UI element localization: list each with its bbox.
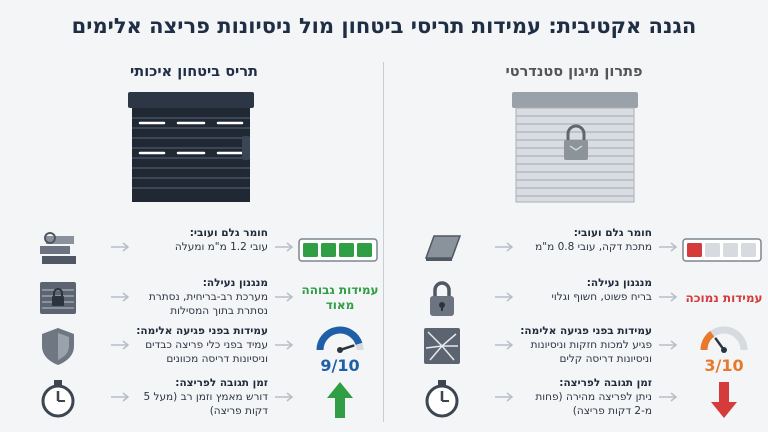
feature-metric: עמידות נמוכה [682,276,766,324]
feature-detail: בריח פשוט, חשוף וגלוי [551,291,652,303]
resistance-rating: עמידות גבוהה מאוד [301,283,379,312]
resistance-gauge [700,326,748,353]
connector-arrow-icon [275,392,294,402]
thickness-segment [303,243,318,257]
connector-arrow-icon [495,392,514,402]
feature-detail: דורש מאמץ וזמן רב (מעל 5 דקות פריצה) [143,391,268,417]
feature-label: מנגנון נעילה: [202,277,268,289]
thickness-segment [741,243,756,257]
resistance-gauge [316,326,364,353]
feature-metric: 9/10 [298,324,382,375]
connector-arrow-icon [659,392,678,402]
arrow-up-icon [327,382,353,418]
connector-arrow-icon [659,242,678,252]
right-feature-row: עמידות בפני פגיעה אלימה: פגיע למכות חזקות… [420,324,766,375]
shield-icon [42,328,74,365]
connector-arrow-icon [495,242,514,252]
page-title: הגנה אקטיבית: עמידות תריסי ביטחון מול ני… [71,14,697,38]
steel-beams-icon [40,232,76,264]
left-feature-row: מנגנון נעילה: מערכת רב-בריחית, נסתרת נסתר… [36,276,382,324]
right-column-heading: פתרון מיגון סטנדרטי [505,64,643,80]
feature-label: זמן תגובה לפריצה: [175,377,268,389]
thickness-segment [687,243,702,257]
feature-detail: פגיע למכות חזקות וניסיונות וניסיונות דרי… [530,339,652,365]
right-feature-row: חומר גלם ועובי: מתכת דקה, עובי 0.8 מ"מ [420,226,766,274]
thickness-meter [682,238,762,262]
feature-label: עמידות בפני פגיעה אלימה: [520,325,652,337]
connector-arrow-icon [111,292,130,302]
feature-text: חומר גלם ועובי: מתכת דקה, עובי 0.8 מ"מ [516,226,652,254]
connector-arrow-icon [495,292,514,302]
thickness-segment [339,243,354,257]
feature-metric [298,376,382,424]
feature-label: חומר גלם ועובי: [573,227,652,239]
feature-metric [298,226,382,274]
connector-arrow-icon [495,340,514,350]
feature-label: חומר גלם ועובי: [189,227,268,239]
feature-metric: 3/10 [682,324,766,375]
connector-arrow-icon [275,340,294,350]
thickness-segment [321,243,336,257]
feature-detail: ניתן לפריצה מהירה (פחות מ-2 דקות פריצה) [535,391,652,417]
feature-text: זמן תגובה לפריצה: דורש מאמץ וזמן רב (מעל … [132,376,268,418]
feature-text: מנגנון נעילה: בריח פשוט, חשוף וגלוי [516,276,652,304]
feature-text: חומר גלם ועובי: עובי 1.2 מ"מ ומעלה [132,226,268,254]
feature-label: זמן תגובה לפריצה: [559,377,652,389]
feature-metric [682,226,766,274]
feature-text: עמידות בפני פגיעה אלימה: פגיע למכות חזקות… [516,324,652,366]
feature-text: מנגנון נעילה: מערכת רב-בריחית, נסתרת נסתר… [132,276,268,318]
connector-arrow-icon [275,292,294,302]
padlock-icon [430,281,454,316]
stopwatch-icon [41,380,75,418]
feature-detail: עמיד בפני כלי פריצה כבדים וניסיונות דריס… [145,339,268,365]
standard-shutter-illustration [512,92,638,203]
resistance-rating: עמידות נמוכה [685,291,763,305]
feature-label: מנגנון נעילה: [586,277,652,289]
feature-metric [682,376,766,424]
right-feature-row: מנגנון נעילה: בריח פשוט, חשוף וגלוי עמידות… [420,276,766,324]
thickness-meter [298,238,378,262]
connector-arrow-icon [659,292,678,302]
feature-text: עמידות בפני פגיעה אלימה: עמיד בפני כלי פר… [132,324,268,366]
arrow-down-icon [711,382,737,418]
right-feature-row: זמן תגובה לפריצה: ניתן לפריצה מהירה (פחות… [420,376,766,424]
left-feature-row: זמן תגובה לפריצה: דורש מאמץ וזמן רב (מעל … [36,376,382,424]
connector-arrow-icon [111,242,130,252]
resistance-score: 3/10 [704,356,744,375]
stopwatch-icon [425,380,459,418]
column-divider [383,62,384,422]
thickness-segment [705,243,720,257]
resistance-score: 9/10 [320,356,360,375]
connector-arrow-icon [111,340,130,350]
thickness-segment [357,243,372,257]
feature-label: עמידות בפני פגיעה אלימה: [136,325,268,337]
connector-arrow-icon [275,242,294,252]
thin-sheet-icon [424,235,462,261]
left-column-heading: תריס ביטחון איכותי [130,64,258,80]
feature-detail: מתכת דקה, עובי 0.8 מ"מ [535,241,652,253]
feature-detail: מערכת רב-בריחית, נסתרת נסתרת בתוך המסילו… [148,291,268,317]
feature-detail: עובי 1.2 מ"מ ומעלה [174,241,268,253]
left-feature-row: עמידות בפני פגיעה אלימה: עמיד בפני כלי פר… [36,324,382,375]
cracked-panel-icon [424,328,460,364]
feature-text: זמן תגובה לפריצה: ניתן לפריצה מהירה (פחות… [516,376,652,418]
connector-arrow-icon [659,340,678,350]
thickness-segment [723,243,738,257]
locked-shutter-icon [40,282,76,314]
security-shutter-illustration [128,92,254,202]
left-feature-row: חומר גלם ועובי: עובי 1.2 מ"מ ומעלה [36,226,382,274]
connector-arrow-icon [111,392,130,402]
feature-metric: עמידות גבוהה מאוד [298,276,382,324]
